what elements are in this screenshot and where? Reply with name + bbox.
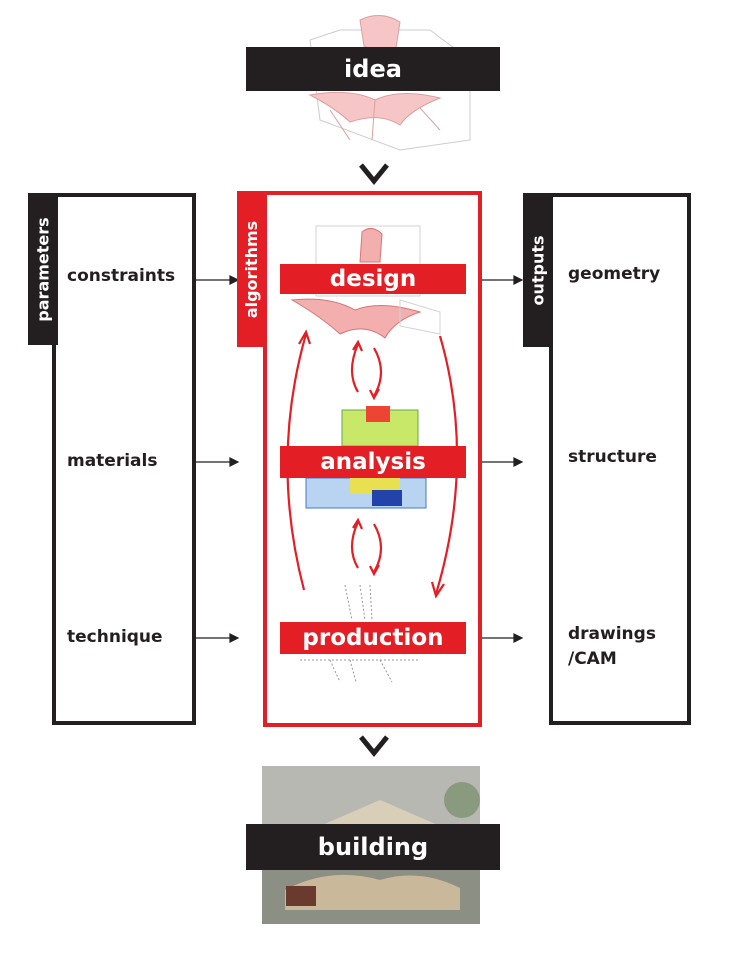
- right-arrow-icon: [196, 275, 524, 643]
- down-chevron-icon: [359, 735, 389, 757]
- algorithms-tab-label: algorithms: [242, 220, 262, 318]
- output-drawings: drawings: [568, 624, 656, 644]
- building-label-text: building: [317, 833, 429, 861]
- stage-analysis: analysis: [280, 446, 466, 478]
- parameter-technique: technique: [67, 627, 163, 647]
- output-cam: /CAM: [568, 649, 617, 669]
- building-label: building: [246, 824, 500, 870]
- algorithms-tab: algorithms: [237, 191, 267, 347]
- parameters-tab: parameters: [28, 193, 58, 345]
- parameters-tab-label: parameters: [33, 216, 53, 322]
- stage-design: design: [280, 264, 466, 294]
- stage-analysis-text: analysis: [320, 449, 426, 475]
- output-structure: structure: [568, 447, 657, 467]
- parameters-box: [52, 193, 196, 725]
- output-geometry: geometry: [568, 264, 661, 284]
- idea-label: idea: [246, 47, 500, 91]
- outputs-tab-label: outputs: [528, 234, 548, 306]
- stage-design-text: design: [329, 266, 417, 292]
- outputs-box: [549, 193, 691, 725]
- design-form-illustration: [290, 225, 441, 339]
- parameter-materials: materials: [67, 451, 158, 471]
- algorithms-box: [263, 191, 482, 727]
- parameter-constraints: constraints: [67, 266, 176, 286]
- stage-production: production: [280, 622, 466, 654]
- idea-label-text: idea: [344, 55, 402, 83]
- down-chevron-icon: [359, 163, 389, 185]
- stage-production-text: production: [302, 625, 444, 651]
- analysis-structure-illustration: [305, 406, 427, 509]
- production-illustration: [300, 584, 420, 683]
- idea-form-illustration: [308, 15, 471, 151]
- outputs-tab: outputs: [523, 193, 553, 347]
